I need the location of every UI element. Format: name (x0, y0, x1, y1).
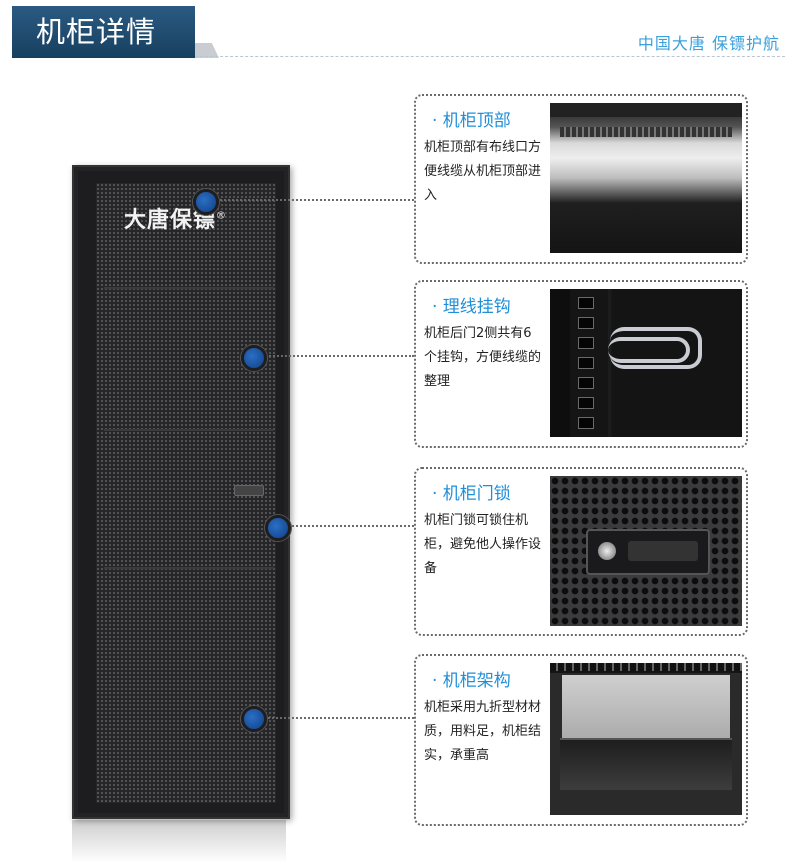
page-title: 机柜详情 (12, 6, 195, 58)
header-divider (195, 56, 785, 57)
feature-description: 机柜门锁可锁住机柜，避免他人操作设备 (424, 513, 542, 576)
feature-title: · 机柜门锁 (432, 484, 511, 504)
cable-hook-photo (550, 289, 742, 437)
cabinet-top-photo (550, 103, 742, 253)
marker-dot-lock[interactable] (265, 515, 291, 541)
marker-dot-hook[interactable] (241, 345, 267, 371)
connector-line-hook (262, 355, 414, 357)
title-tab-decoration (195, 43, 219, 58)
connector-line-top (215, 199, 414, 201)
feature-title: · 理线挂钩 (432, 297, 511, 317)
feature-title: · 机柜架构 (432, 671, 511, 691)
cabinet-door-handle (234, 485, 264, 496)
cabinet-reflection (72, 820, 286, 863)
feature-description: 机柜后门2侧共有6个挂钩，方便线缆的整理 (424, 326, 542, 389)
connector-line-lock (287, 525, 414, 527)
feature-description: 机柜顶部有布线口方便线缆从机柜顶部进入 (424, 140, 542, 203)
marker-dot-frame[interactable] (241, 706, 267, 732)
feature-card-hook: · 理线挂钩 机柜后门2侧共有6个挂钩，方便线缆的整理 (414, 280, 748, 448)
feature-card-frame: · 机柜架构 机柜采用九折型材材质，用料足，机柜结实，承重高 (414, 654, 748, 826)
feature-description: 机柜采用九折型材材质，用料足，机柜结实，承重高 (424, 700, 542, 763)
feature-title: · 机柜顶部 (432, 111, 511, 131)
feature-card-top: · 机柜顶部 机柜顶部有布线口方便线缆从机柜顶部进入 (414, 94, 748, 264)
feature-card-lock: · 机柜门锁 机柜门锁可锁住机柜，避免他人操作设备 (414, 467, 748, 636)
cabinet-shelf (104, 287, 274, 289)
connector-line-frame (265, 717, 414, 719)
cabinet-shelf (104, 567, 274, 569)
door-lock-photo (550, 476, 742, 626)
brand-tagline: 中国大唐 保镖护航 (637, 34, 780, 53)
marker-dot-top[interactable] (193, 189, 219, 215)
cabinet-frame-photo (550, 663, 742, 815)
cabinet-shelf (104, 429, 274, 431)
registered-mark: ® (216, 210, 228, 222)
